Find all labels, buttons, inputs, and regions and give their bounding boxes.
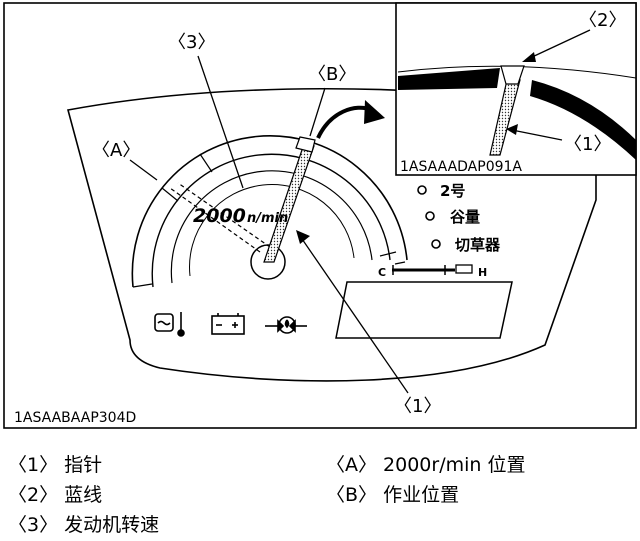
legend-item-1: 〈1〉 指针: [8, 454, 103, 476]
legend-item-2: 〈2〉 蓝线: [8, 484, 103, 506]
legend-item-a: 〈A〉 2000r/min 位置: [326, 454, 526, 476]
meter-panel-outline: [67, 87, 597, 382]
indicator-label-3: 切草器: [455, 236, 501, 254]
legend-item-3: 〈3〉 发动机转速: [8, 514, 160, 536]
indicator-lamps: 2号 谷量 切草器: [417, 182, 501, 254]
callout-a-label: 〈A〉: [92, 140, 140, 161]
figure-frame: [3, 2, 637, 429]
main-figure-code: 1ASAABAAP304D: [14, 410, 136, 426]
detail-inset: 〈2〉 〈1〉 1ASAAADAP091A: [395, 2, 637, 176]
gauge-rpm-number: 2000: [193, 205, 246, 227]
operating-position-marker: [295, 136, 316, 153]
lcd-display: [335, 281, 513, 339]
needle-2000-position: [169, 182, 271, 253]
inset-callout-2: 〈2〉: [579, 10, 626, 31]
oil-pressure-warning-icon: [265, 316, 307, 334]
gauge-segment-dividers: [132, 153, 406, 288]
callout-1-label: 〈1〉: [394, 396, 441, 417]
inset-figure-code: 1ASAAADAP091A: [400, 159, 522, 175]
svg-text:C: C: [378, 266, 386, 279]
indicator-label-2: 谷量: [450, 208, 480, 226]
indicator-label-1: 2号: [440, 182, 465, 200]
inset-callout-1: 〈1〉: [564, 134, 611, 155]
callout-3-label: 〈3〉: [168, 32, 215, 53]
battery-warning-icon: [211, 313, 245, 335]
oil-temp-warning-icon: [154, 312, 185, 337]
legend-item-b: 〈B〉 作业位置: [326, 484, 460, 506]
needle-pointer: [263, 143, 315, 263]
inset-blue-line-marker: [500, 65, 525, 85]
callout-b-label: 〈B〉: [308, 64, 356, 85]
gauge-rpm-unit: n/min: [247, 211, 288, 226]
zoom-arrow: [316, 105, 373, 139]
temperature-scale: C H: [378, 264, 487, 279]
svg-text:H: H: [478, 266, 487, 279]
tachometer-gauge: [131, 135, 408, 288]
